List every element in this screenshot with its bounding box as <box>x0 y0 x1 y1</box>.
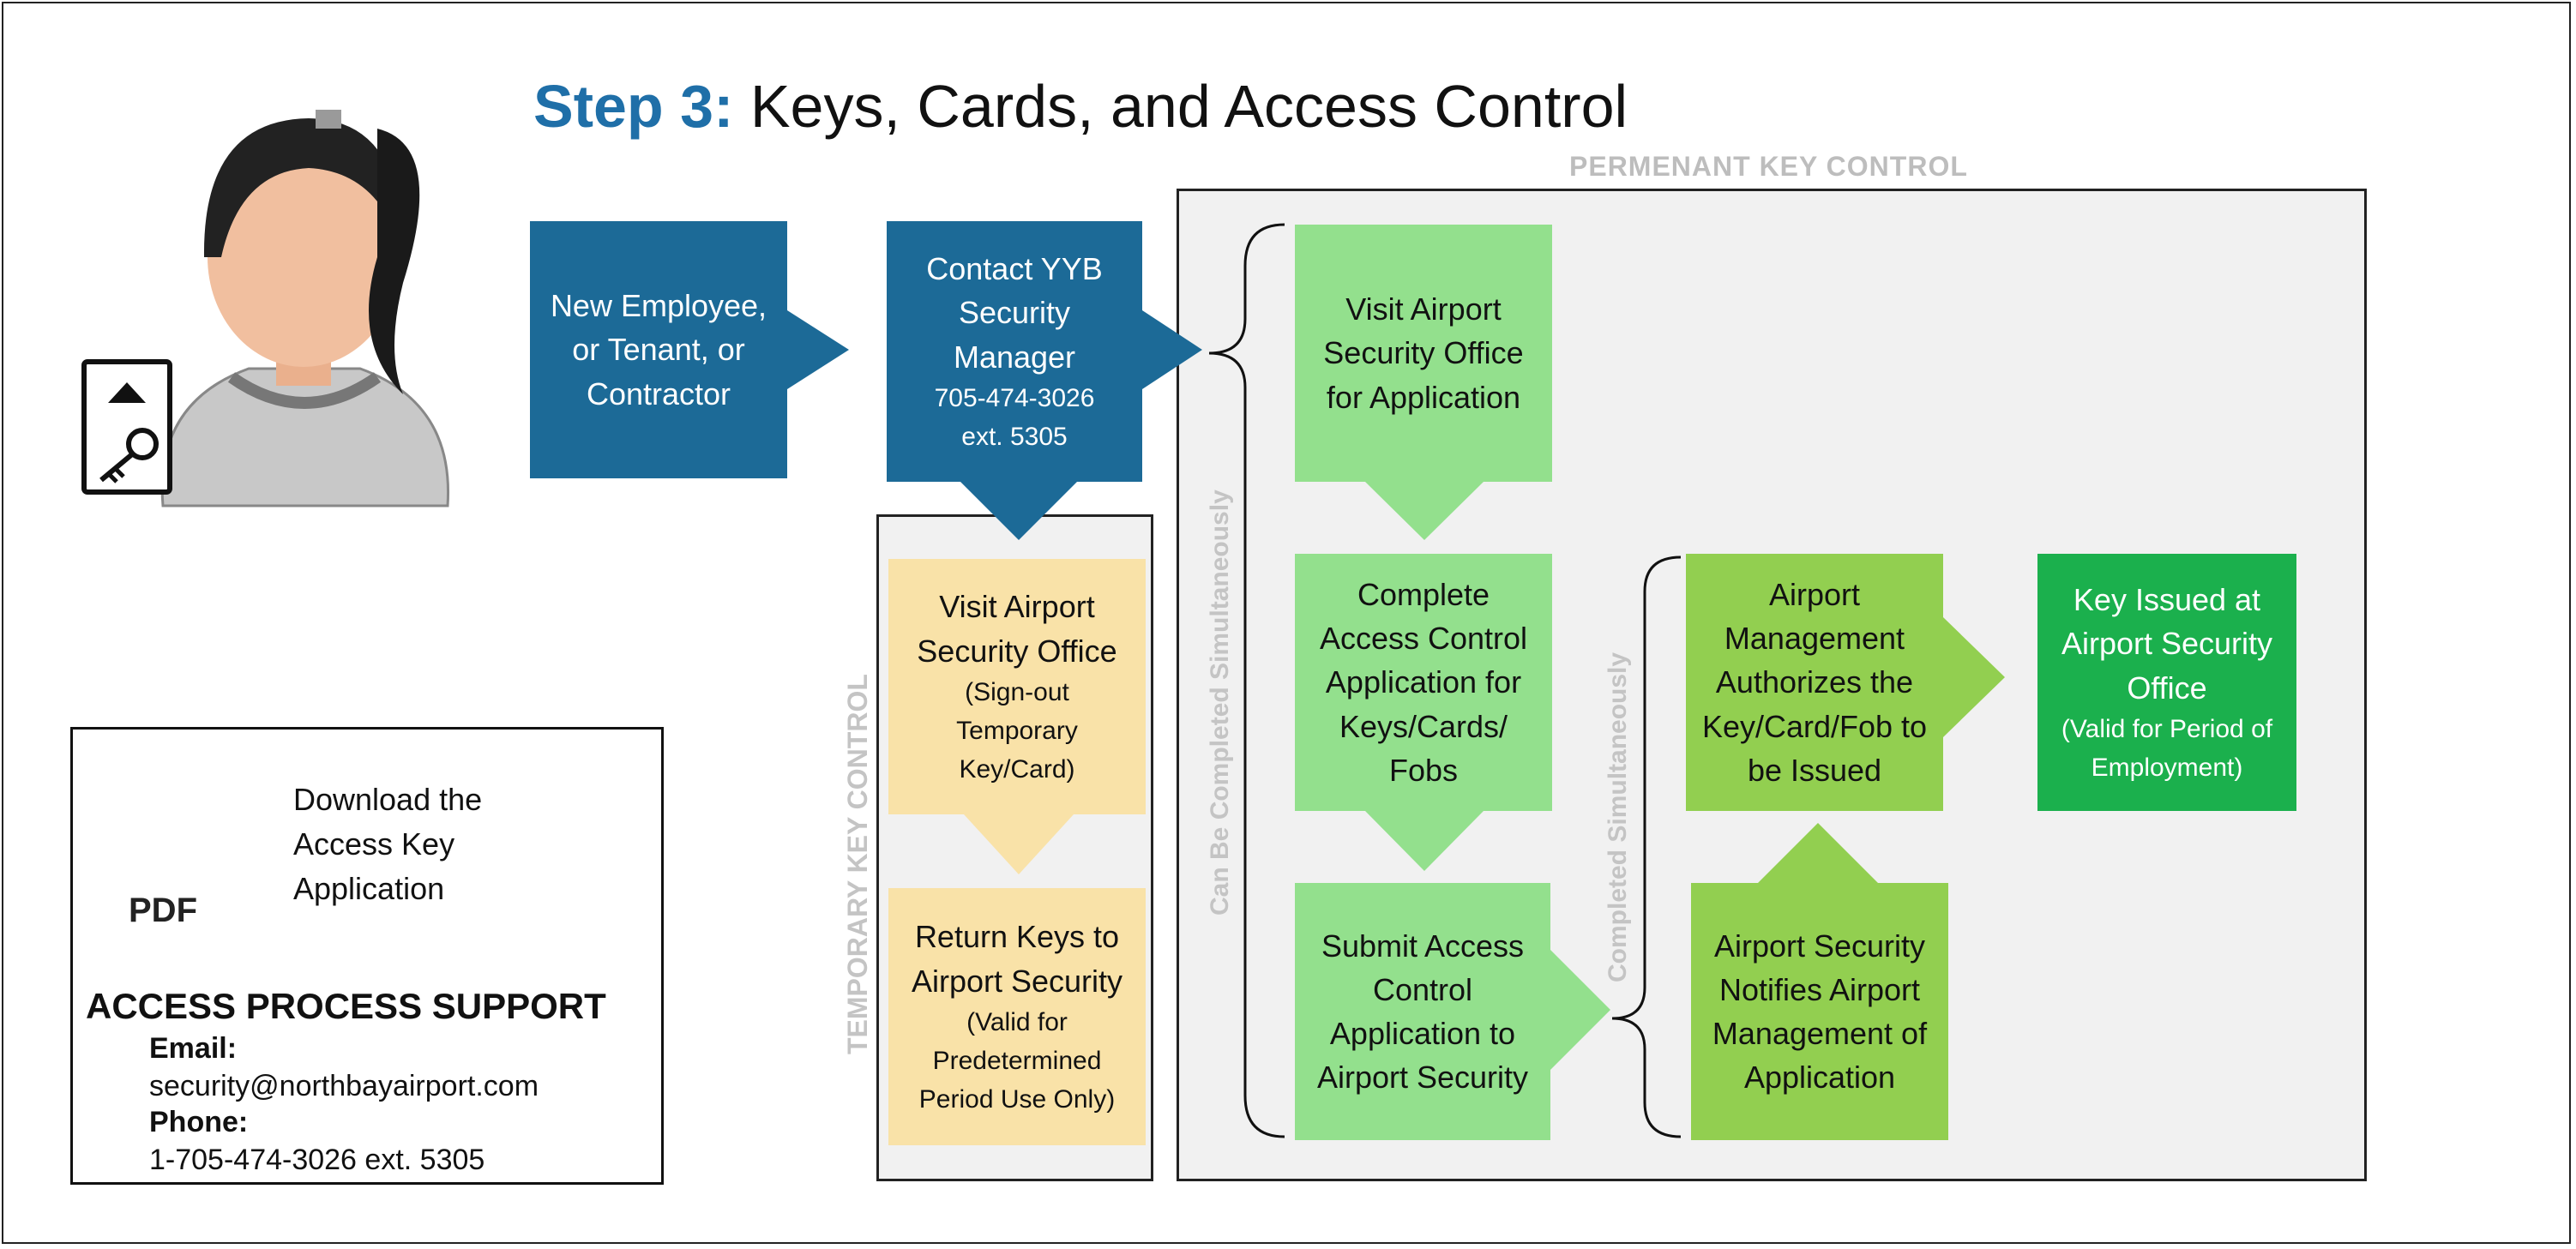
employee-avatar-icon <box>160 110 450 507</box>
contact-phone: 705-474-3026 <box>934 383 1095 412</box>
email-link[interactable]: security@northbayairport.com <box>149 1070 539 1102</box>
title-text: Keys, Cards, and Access Control <box>733 73 1628 140</box>
key-issued-box: Key Issued at Airport Security Office (V… <box>2037 554 2296 811</box>
contact-manager-box: Contact YYB Security Manager 705-474-302… <box>887 221 1142 482</box>
management-authorizes-box: Airport Management Authorizes the Key/Ca… <box>1686 554 1943 811</box>
contact-manager-text: Contact YYB Security Manager <box>926 251 1103 375</box>
temp-visit-box: Visit Airport Security Office (Sign-out … <box>888 559 1146 814</box>
new-employee-box: New Employee, or Tenant, or Contractor <box>530 221 787 478</box>
complete-application-box: Complete Access Control Application for … <box>1295 554 1552 811</box>
phone-label: Phone: <box>149 1106 249 1138</box>
keycard-icon <box>81 359 172 495</box>
bracket-1 <box>1208 223 1285 1138</box>
support-title: ACCESS PROCESS SUPPORT <box>86 986 606 1026</box>
arrow-new-employee <box>787 310 849 389</box>
support-box <box>70 727 664 1185</box>
phone-number: 1-705-474-3026 ext. 5305 <box>149 1144 485 1176</box>
title-step: Step 3: <box>533 73 734 140</box>
arrow-submit-app <box>1550 950 1610 1070</box>
security-notifies-box: Airport Security Notifies Airport Manage… <box>1691 883 1948 1140</box>
download-application-link[interactable]: Download the Access Key Application <box>293 782 483 907</box>
arrow-visit-office <box>1365 482 1484 540</box>
visit-office-box: Visit Airport Security Office for Applic… <box>1295 225 1552 482</box>
permanent-key-label: PERMENANT KEY CONTROL <box>1569 151 1968 182</box>
email-label: Email: <box>149 1032 238 1065</box>
contact-extension: ext. 5305 <box>961 422 1068 451</box>
page-title: Step 3: Keys, Cards, and Access Control <box>533 72 1628 141</box>
submit-application-box: Submit Access Control Application to Air… <box>1295 883 1550 1140</box>
arrow-notify <box>1758 823 1878 883</box>
arrow-complete-app <box>1365 811 1484 871</box>
arrow-contact-right <box>1142 310 1202 389</box>
temp-return-box: Return Keys to Airport Security (Valid f… <box>888 888 1146 1145</box>
arrow-temp-visit <box>964 814 1074 874</box>
pdf-icon-label: PDF <box>129 892 197 929</box>
arrow-contact-down <box>960 482 1077 540</box>
bracket-2 <box>1611 555 1682 1138</box>
arrow-authorize <box>1943 617 2005 737</box>
